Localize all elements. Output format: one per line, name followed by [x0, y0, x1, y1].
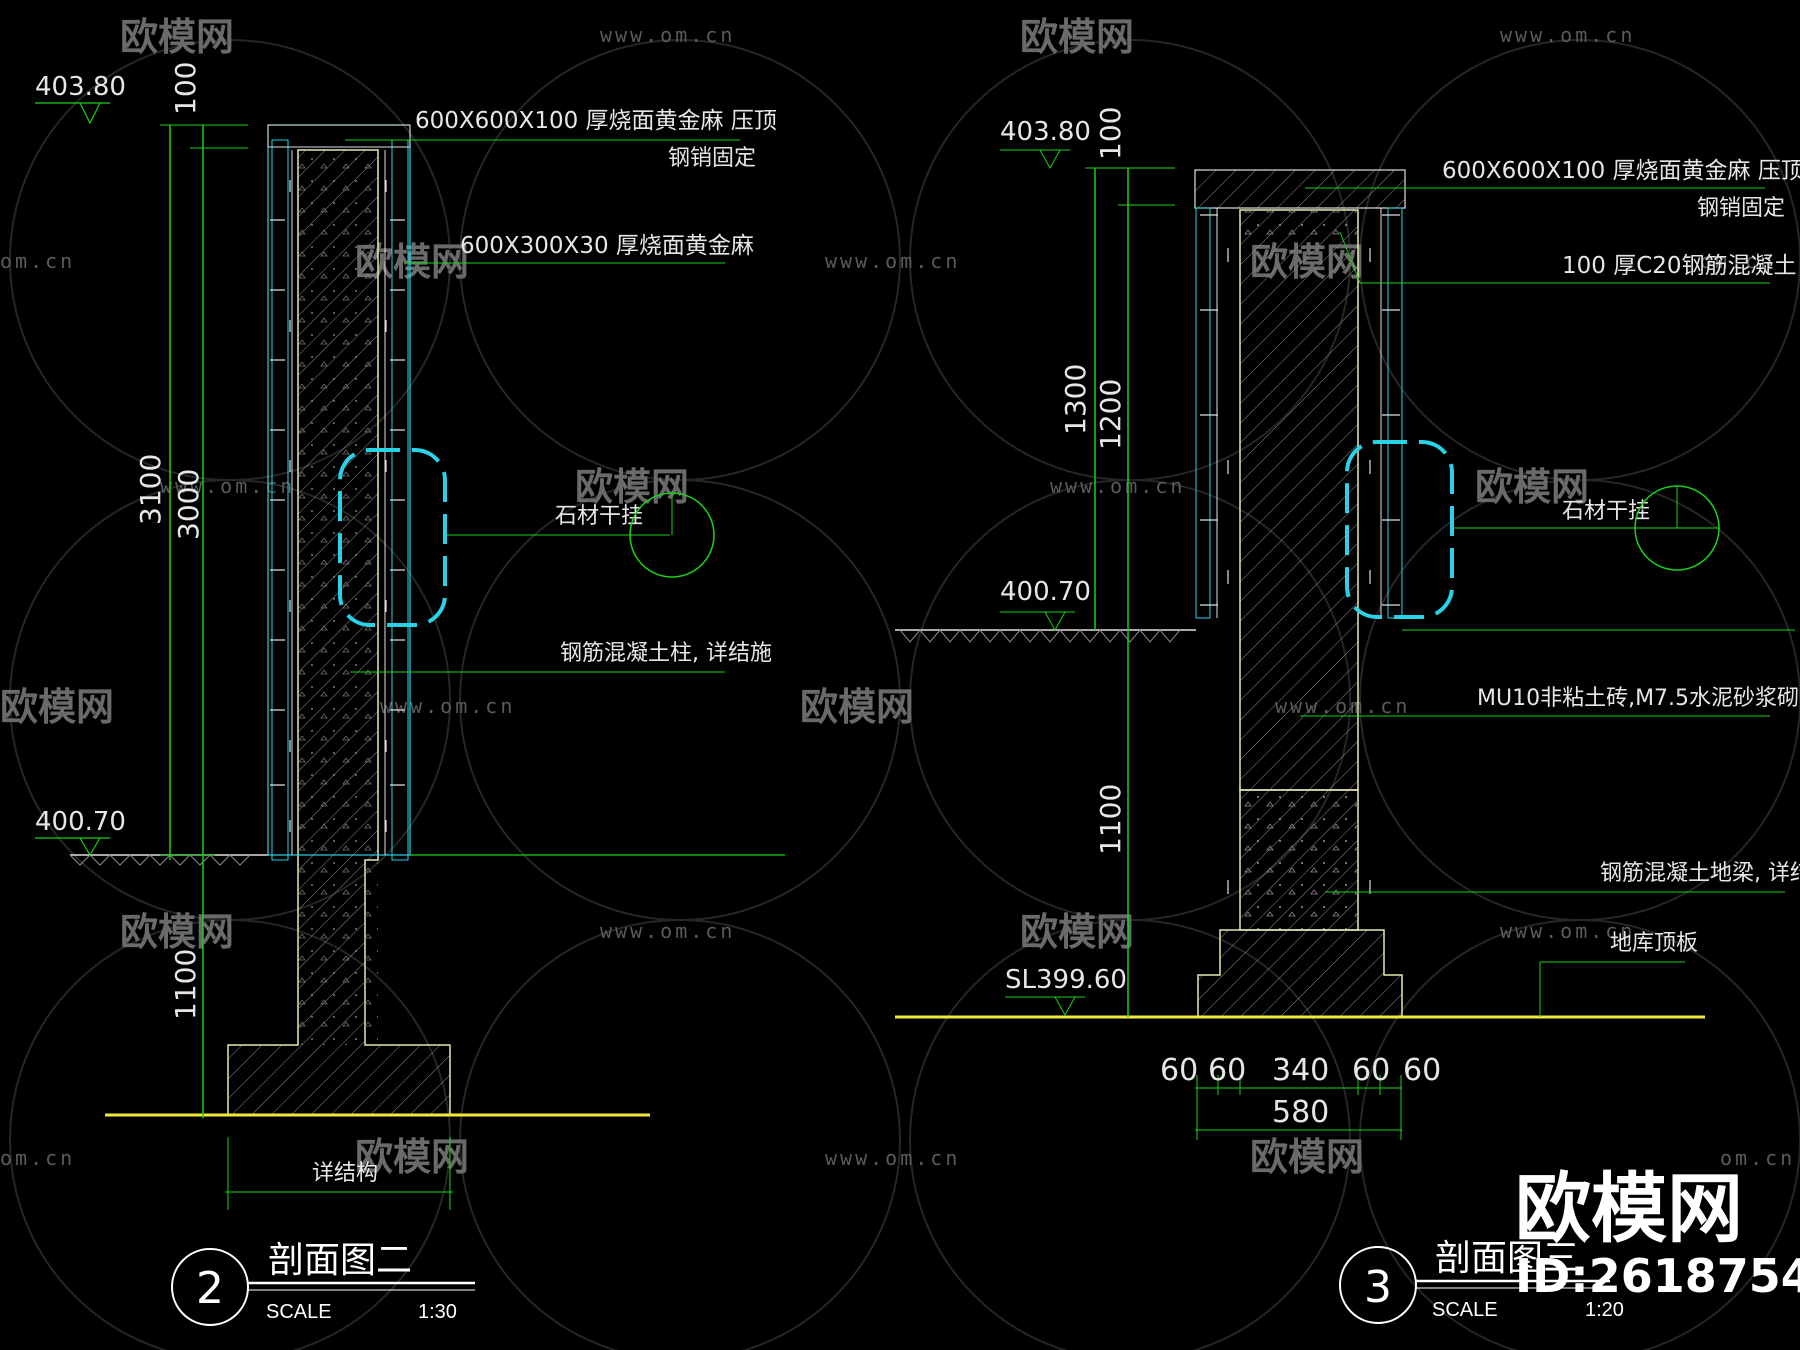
watermark-url: www.om.cn — [160, 474, 295, 498]
section3-note-cap2: 钢销固定 — [1697, 196, 1785, 221]
watermark-logo: 欧模网 ID:2618754 — [1515, 1164, 1800, 1303]
section3-note-concrete: 100 厚C20钢筋混凝土 — [1562, 253, 1797, 279]
section3-width-4: 60 — [1352, 1053, 1390, 1088]
watermark-url: om.cn — [1700, 249, 1775, 273]
section2-scale-label: SCALE — [266, 1301, 332, 1323]
watermark-brand: 欧模网 — [120, 15, 234, 59]
section3-note-slab: 地库顶板 — [1610, 931, 1698, 956]
section-2: 403.80 400.70 100 3100 3000 1100 600X600… — [35, 62, 785, 1326]
section2-elev-top: 403.80 — [35, 72, 126, 102]
section3-note-brick: MU10非粘土砖,M7.5水泥砂浆砌筑 — [1477, 686, 1800, 711]
watermark-brand: 欧模网 — [800, 685, 914, 729]
section3-number: 3 — [1364, 1262, 1392, 1313]
section-3: 403.80 400.70 SL399.60 100 1300 1200 110… — [895, 107, 1800, 1324]
section2-note-footing: 详结构 — [312, 1161, 378, 1186]
watermark-url: www.om.cn — [600, 23, 735, 47]
section3-title: 剖面图三 — [1435, 1238, 1579, 1279]
section3-elev-base: SL399.60 — [1005, 965, 1127, 995]
section2-note-hang: 石材干挂 — [555, 504, 643, 529]
watermark-url: www.om.cn — [1050, 474, 1185, 498]
section3-width-3: 340 — [1272, 1053, 1329, 1088]
section2-elev-ground: 400.70 — [35, 807, 126, 837]
watermark-url: www.om.cn — [825, 249, 960, 273]
watermark-circles — [9, 39, 1800, 1350]
section2-scale-value: 1:30 — [418, 1301, 457, 1323]
watermark-url: www.om.cn — [600, 919, 735, 943]
watermark-brand: 欧模网 — [120, 910, 234, 954]
section3-width-1: 60 — [1160, 1053, 1198, 1088]
section3-dim-1300: 1300 — [1059, 364, 1092, 435]
watermark-texts: 欧模网 www.om.cn 欧模网 www.om.cn om.cn 欧模网 ww… — [0, 15, 1795, 1179]
watermark-id: ID:2618754 — [1515, 1249, 1800, 1303]
watermark-brand: 欧模网 — [1020, 910, 1134, 954]
watermark-brand: 欧模网 — [1250, 1135, 1364, 1179]
watermark-brand: 欧模网 — [0, 685, 114, 729]
section2-column — [227, 124, 451, 1116]
section3-scale-label: SCALE — [1432, 1299, 1498, 1321]
section2-dim-1100: 1100 — [169, 949, 202, 1020]
section2-dim-3100: 3100 — [134, 454, 167, 525]
section2-note-cap2: 钢销固定 — [668, 146, 756, 171]
section3-note-cap: 600X600X100 厚烧面黄金麻 压顶 — [1442, 158, 1800, 184]
section2-dim-100: 100 — [169, 62, 202, 115]
section3-note-hang: 石材干挂 — [1562, 499, 1650, 524]
section3-dim-1200: 1200 — [1094, 379, 1127, 450]
section2-title: 剖面图二 — [268, 1240, 412, 1281]
watermark-url: www.om.cn — [1500, 919, 1635, 943]
section3-width-total: 580 — [1272, 1095, 1329, 1130]
section3-elev-ground: 400.70 — [1000, 577, 1091, 607]
section3-elev-top: 403.80 — [1000, 117, 1091, 147]
watermark-url: www.om.cn — [380, 694, 515, 718]
section2-note-cap: 600X600X100 厚烧面黄金麻 压顶 — [415, 108, 777, 134]
section3-width-5: 60 — [1403, 1053, 1441, 1088]
watermark-url: www.om.cn — [1500, 23, 1635, 47]
section2-note-clad: 600X300X30 厚烧面黄金麻 — [460, 233, 754, 259]
section2-dim-3000: 3000 — [172, 469, 205, 540]
watermark-brand: 欧模网 — [575, 465, 689, 509]
section2-number: 2 — [196, 1263, 224, 1314]
section3-dim-100: 100 — [1094, 107, 1127, 160]
watermark-url: www.om.cn — [825, 1146, 960, 1170]
watermark-brand: 欧模网 — [1020, 15, 1134, 59]
watermark-brand: 欧模网 — [1475, 465, 1589, 509]
section3-scale-value: 1:20 — [1585, 1299, 1624, 1321]
section2-note-column: 钢筋混凝土柱, 详结施 — [560, 641, 772, 666]
section3-width-2: 60 — [1208, 1053, 1246, 1088]
section3-dim-1100: 1100 — [1094, 784, 1127, 855]
watermark-url: om.cn — [1720, 1146, 1795, 1170]
section3-note-beam: 钢筋混凝土地梁, 详结施 — [1600, 861, 1800, 886]
watermark-brand-large: 欧模网 — [1515, 1164, 1743, 1253]
watermark-url: om.cn — [0, 1146, 75, 1170]
watermark-url: om.cn — [0, 249, 75, 273]
